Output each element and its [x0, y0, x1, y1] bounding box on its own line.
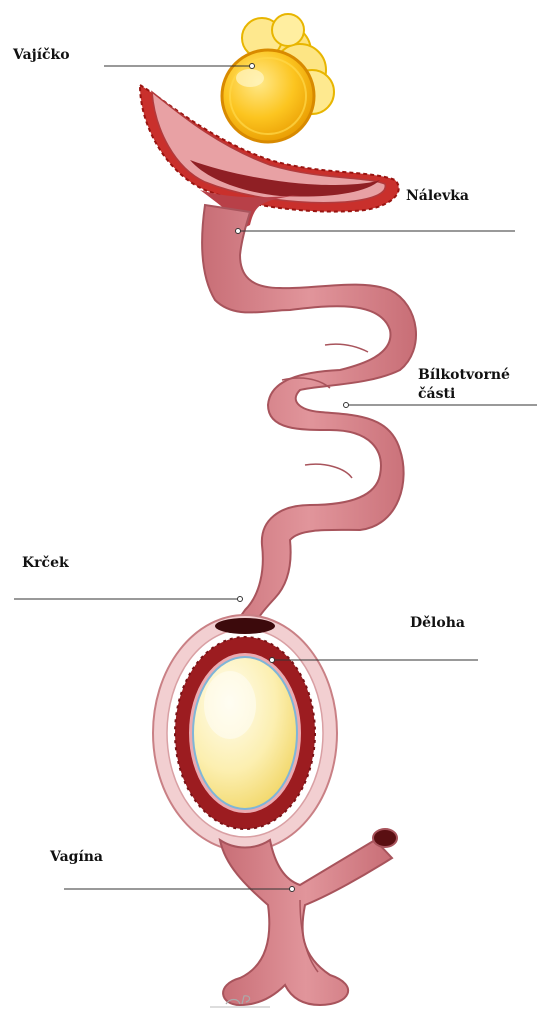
label-vagina: Vagína [50, 848, 103, 867]
leader-dot-vagina [290, 887, 295, 892]
label-magnum-line1: Bílkotvorné [418, 366, 510, 385]
label-infundibulum: Nálevka [406, 187, 469, 206]
vagina-tube [220, 829, 397, 1005]
leader-dot-isthmus [238, 597, 243, 602]
label-isthmus: Krček [22, 554, 69, 573]
leader-dot-infundibulum [236, 229, 241, 234]
label-uterus: Děloha [410, 614, 465, 633]
magnum-tube [202, 205, 416, 635]
label-egg: Vajíčko [13, 46, 70, 65]
leader-dot-uterus [270, 658, 275, 663]
label-magnum-line2: části [418, 385, 455, 404]
egg-yolk [222, 50, 314, 142]
leader-dot-egg [250, 64, 255, 69]
egg-in-uterus [193, 657, 297, 809]
leader-dot-magnum [344, 403, 349, 408]
